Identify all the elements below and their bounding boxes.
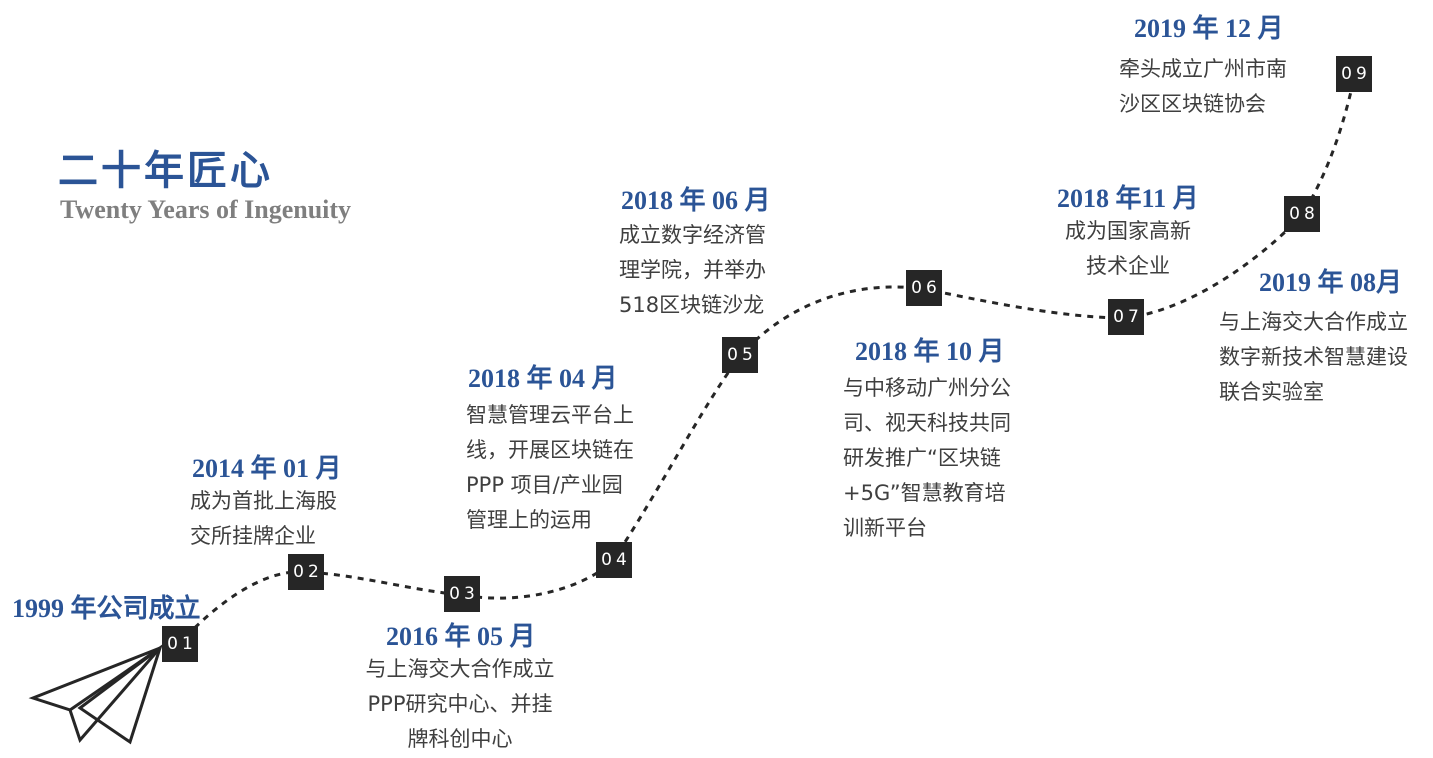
milestone-02-marker: 02: [288, 554, 324, 590]
milestone-09-marker: 09: [1336, 56, 1372, 92]
milestone-07-text: 成为国家高新 技术企业: [1058, 214, 1198, 284]
milestone-04-marker: 04: [596, 542, 632, 578]
milestone-03-date: 2016 年 05 月: [386, 622, 536, 652]
timeline-dotted-path: [178, 74, 1355, 645]
milestone-06-marker: 06: [906, 270, 942, 306]
milestone-08-marker: 08: [1284, 196, 1320, 232]
milestone-04-text: 智慧管理云平台上 线，开展区块链在 PPP 项目/产业园 管理上的运用: [466, 398, 634, 538]
milestone-09-date: 2019 年 12 月: [1134, 14, 1284, 44]
milestone-05-date: 2018 年 06 月: [621, 186, 771, 216]
milestone-02-text: 成为首批上海股 交所挂牌企业: [190, 484, 337, 554]
milestone-08-date: 2019 年 08月: [1259, 268, 1402, 298]
milestone-04-date: 2018 年 04 月: [468, 364, 618, 394]
milestone-01-marker: 01: [162, 626, 198, 662]
milestone-03-text: 与上海交大合作成立 PPP研究中心、并挂 牌科创中心: [358, 652, 562, 757]
paper-plane-icon: [33, 648, 160, 742]
milestone-01-date: 1999 年公司成立: [12, 594, 201, 624]
milestone-02-date: 2014 年 01 月: [192, 454, 342, 484]
milestone-07-marker: 07: [1108, 299, 1144, 335]
milestone-07-date: 2018 年11 月: [1057, 184, 1199, 214]
milestone-09-text: 牵头成立广州市南 沙区区块链协会: [1119, 52, 1287, 122]
milestone-03-marker: 03: [444, 576, 480, 612]
milestone-06-text: 与中移动广州分公 司、视天科技共同 研发推广“区块链 +5G”智慧教育培 训新平…: [843, 371, 1011, 546]
milestone-08-text: 与上海交大合作成立 数字新技术智慧建设 联合实验室: [1219, 305, 1408, 410]
milestone-05-marker: 05: [722, 337, 758, 373]
milestone-06-date: 2018 年 10 月: [855, 337, 1005, 367]
milestone-05-text: 成立数字经济管 理学院，并举办 518区块链沙龙: [619, 218, 766, 323]
